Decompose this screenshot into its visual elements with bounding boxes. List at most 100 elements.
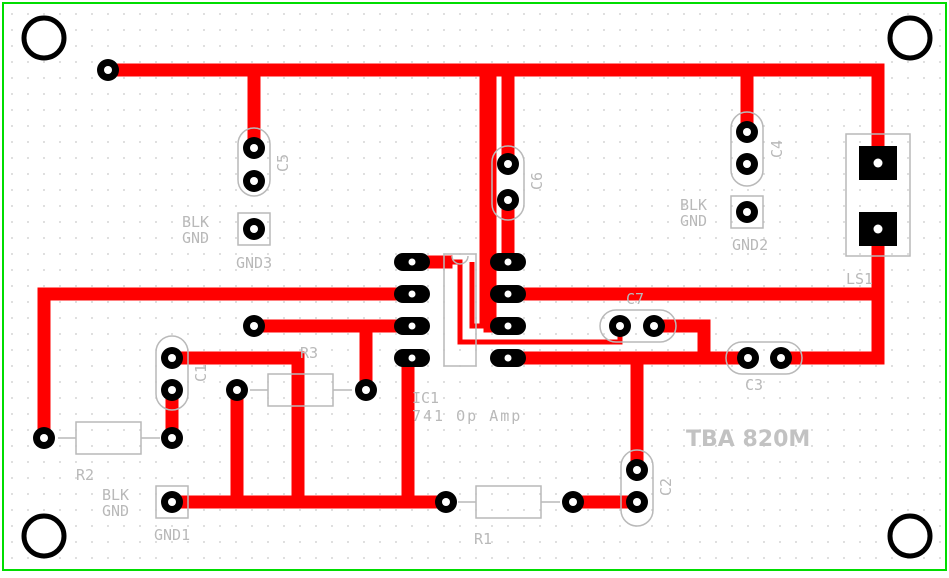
grid-dot (219, 13, 221, 15)
grid-dot (731, 45, 733, 47)
grid-dot (587, 221, 589, 223)
grid-dot (27, 141, 29, 143)
grid-dot (859, 77, 861, 79)
grid-dot (443, 45, 445, 47)
grid-dot (427, 445, 429, 447)
grid-dot (699, 301, 701, 303)
grid-dot (699, 397, 701, 399)
label-c2: C2 (657, 478, 675, 496)
grid-dot (283, 317, 285, 319)
grid-dot (683, 253, 685, 255)
grid-dot (699, 477, 701, 479)
grid-dot (651, 285, 653, 287)
grid-dot (283, 237, 285, 239)
grid-dot (427, 109, 429, 111)
grid-dot (363, 445, 365, 447)
grid-dot (331, 317, 333, 319)
grid-dot (459, 141, 461, 143)
grid-dot (939, 221, 941, 223)
grid-dot (827, 509, 829, 511)
grid-dot (379, 301, 381, 303)
grid-dot (843, 93, 845, 95)
grid-dot (187, 109, 189, 111)
grid-dot (667, 477, 669, 479)
grid-dot (939, 109, 941, 111)
grid-dot (267, 349, 269, 351)
grid-dot (827, 301, 829, 303)
grid-dot (395, 493, 397, 495)
grid-dot (11, 157, 13, 159)
grid-dot (731, 189, 733, 191)
grid-dot (379, 557, 381, 559)
grid-dot (107, 365, 109, 367)
grid-dot (667, 13, 669, 15)
grid-dot (331, 509, 333, 511)
grid-dot (11, 77, 13, 79)
grid-dot (347, 13, 349, 15)
grid-dot (539, 429, 541, 431)
grid-dot (587, 461, 589, 463)
grid-dot (843, 237, 845, 239)
grid-dot (555, 397, 557, 399)
grid-dot (795, 301, 797, 303)
grid-dot (699, 205, 701, 207)
grid-dot (875, 493, 877, 495)
grid-dot (267, 13, 269, 15)
grid-dot (939, 509, 941, 511)
grid-dot (75, 253, 77, 255)
grid-dot (587, 333, 589, 335)
grid-dot (779, 493, 781, 495)
label-ic1-value: 741 Op Amp (412, 407, 522, 425)
grid-dot (635, 173, 637, 175)
grid-dot (203, 429, 205, 431)
grid-dot (283, 61, 285, 63)
grid-dot (715, 493, 717, 495)
grid-dot (171, 221, 173, 223)
grid-dot (571, 285, 573, 287)
grid-dot (155, 541, 157, 543)
grid-dot (27, 493, 29, 495)
grid-dot (219, 317, 221, 319)
grid-dot (763, 61, 765, 63)
grid-dot (43, 269, 45, 271)
grid-dot (347, 173, 349, 175)
grid-dot (491, 445, 493, 447)
grid-dot (459, 461, 461, 463)
grid-dot (331, 109, 333, 111)
grid-dot (219, 61, 221, 63)
grid-dot (315, 381, 317, 383)
grid-dot (427, 285, 429, 287)
grid-dot (587, 445, 589, 447)
grid-dot (587, 541, 589, 543)
grid-dot (683, 29, 685, 31)
grid-dot (203, 109, 205, 111)
gnd3-outline (237, 212, 271, 246)
grid-dot (171, 141, 173, 143)
grid-dot (747, 301, 749, 303)
grid-dot (603, 205, 605, 207)
grid-dot (347, 269, 349, 271)
grid-dot (859, 525, 861, 527)
grid-dot (443, 141, 445, 143)
grid-dot (907, 253, 909, 255)
grid-dot (651, 253, 653, 255)
grid-dot (235, 13, 237, 15)
grid-dot (315, 13, 317, 15)
grid-dot (91, 429, 93, 431)
grid-dot (459, 509, 461, 511)
grid-dot (763, 349, 765, 351)
grid-dot (827, 141, 829, 143)
grid-dot (939, 77, 941, 79)
grid-dot (523, 445, 525, 447)
drill-hole (250, 322, 258, 330)
grid-dot (651, 445, 653, 447)
label-r2: R2 (76, 466, 94, 484)
drill-hole (168, 386, 176, 394)
grid-dot (843, 29, 845, 31)
grid-dot (667, 381, 669, 383)
grid-dot (715, 477, 717, 479)
grid-dot (363, 493, 365, 495)
grid-dot (667, 413, 669, 415)
grid-dot (779, 317, 781, 319)
grid-dot (107, 333, 109, 335)
